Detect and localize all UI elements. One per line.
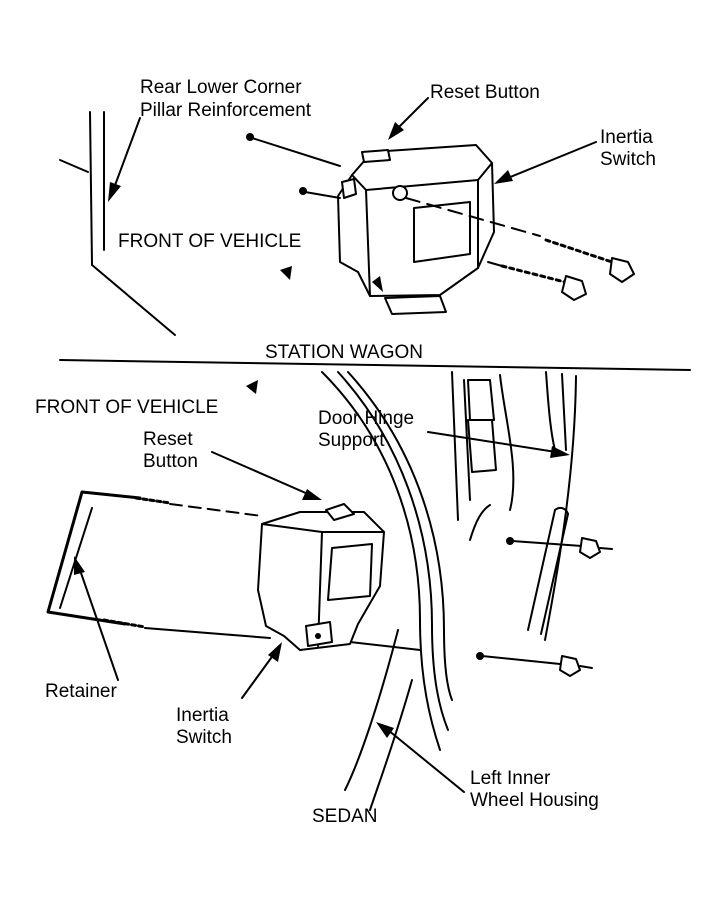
reset-button-top-arrow (388, 97, 429, 140)
wheel-housing-label: Wheel Housing (470, 790, 599, 811)
screw-top-lower (299, 187, 341, 199)
retainer-arrow (74, 556, 119, 681)
pillar-arrow (108, 117, 141, 202)
station-wagon-label: STATION WAGON (265, 342, 423, 363)
inertia-switch-top (337, 144, 495, 315)
screw-bottom-upper (506, 537, 613, 559)
inertia-top-label: Inertia (600, 127, 653, 148)
front-arrow-top (280, 266, 292, 280)
front-arrow-bottom (246, 380, 258, 394)
button-bottom-label: Button (143, 451, 198, 472)
reset-button-bottom-arrow (211, 451, 322, 500)
screw-bottom-lower (476, 652, 593, 677)
divider-line (59, 359, 691, 371)
switch-bottom-label: Switch (176, 727, 232, 748)
door-hinge-support (451, 371, 577, 641)
screw-top-upper (246, 133, 341, 167)
pillar-reinforcement (59, 111, 176, 336)
bolt-top-upper (405, 197, 635, 283)
reset-button-top-label: Reset Button (430, 82, 540, 103)
switch-top-label: Switch (600, 149, 656, 170)
pillar-reinforcement-label: Pillar Reinforcement (140, 100, 312, 121)
retainer-label: Retainer (45, 681, 117, 702)
inertia-switch-bottom-arrow (241, 642, 282, 699)
sedan-label: SEDAN (312, 806, 377, 827)
inertia-switch-top-arrow (494, 141, 597, 184)
front-of-vehicle-bottom-label: FRONT OF VEHICLE (35, 397, 218, 418)
bolt-top-lower (487, 261, 587, 301)
left-inner-label: Left Inner (470, 768, 551, 789)
front-of-vehicle-top-label: FRONT OF VEHICLE (118, 231, 301, 252)
door-hinge-arrow (427, 431, 570, 458)
inertia-switch-bottom (144, 503, 421, 651)
rear-lower-corner-label: Rear Lower Corner (140, 77, 302, 98)
wheel-housing-arrow (376, 722, 465, 793)
wheel-housing-curves (321, 371, 453, 811)
inertia-bottom-label: Inertia (176, 705, 229, 726)
reset-bottom-label: Reset (143, 429, 193, 450)
retainer-bracket (46, 490, 172, 629)
door-hinge-label: Door Hinge (318, 408, 414, 429)
support-label: Support (318, 430, 385, 451)
